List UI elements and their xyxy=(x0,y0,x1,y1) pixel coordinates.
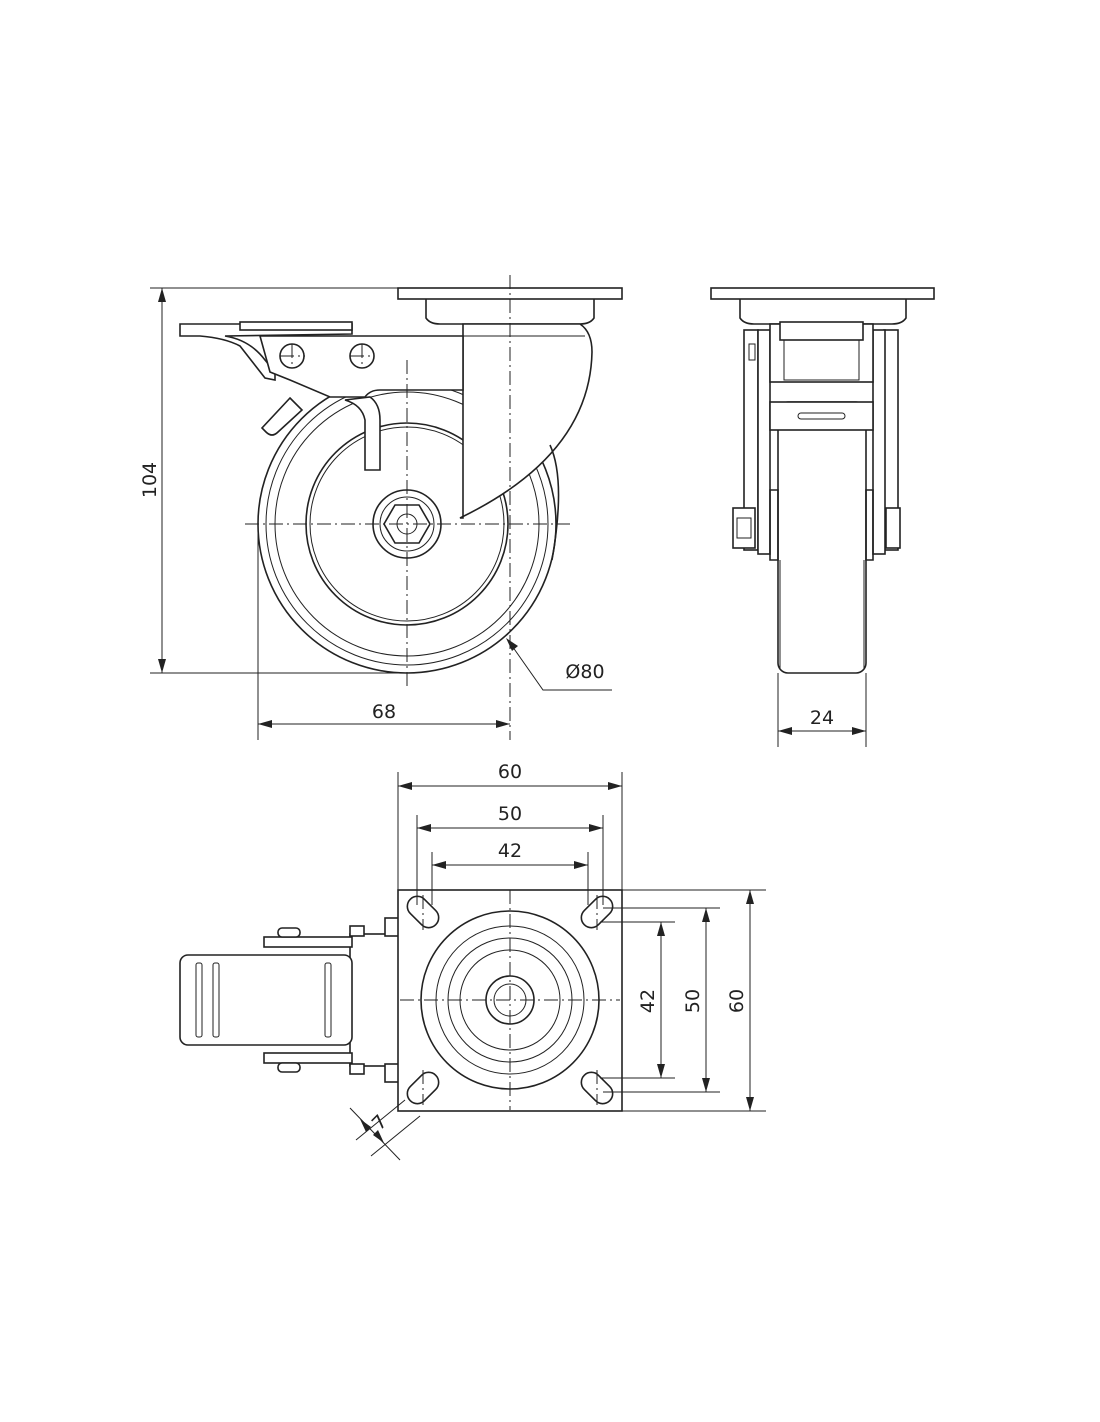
dimension-top-50-label: 50 xyxy=(498,803,522,825)
dimension-24: 24 xyxy=(777,673,867,747)
dimension-side-50-label: 50 xyxy=(682,989,704,1013)
top-brake-pedal xyxy=(179,917,402,1083)
dimension-diameter-label: Ø80 xyxy=(565,661,604,683)
dimension-top-50: 50 xyxy=(416,803,604,905)
side-mounting-plate xyxy=(710,287,935,300)
dimension-104: 104 xyxy=(139,287,407,674)
top-view xyxy=(179,889,623,1112)
mounting-slots xyxy=(406,895,614,1105)
side-wheel-tire xyxy=(777,401,867,674)
brake-pedal-pad xyxy=(179,954,353,1046)
brake-pedal xyxy=(179,321,464,471)
side-axle-nut-right xyxy=(885,507,901,549)
dimension-104-label: 104 xyxy=(139,462,161,498)
dimension-side-42-label: 42 xyxy=(637,989,659,1013)
front-view xyxy=(179,275,623,740)
dimension-side-60: 60 xyxy=(622,889,766,1112)
dimension-side-42: 42 xyxy=(600,921,675,1079)
dimension-68-label: 68 xyxy=(372,701,396,723)
dimension-diameter: Ø80 xyxy=(506,638,612,691)
dimension-top-60-label: 60 xyxy=(498,761,522,783)
dimension-68: 68 xyxy=(257,524,510,740)
front-fork xyxy=(459,323,593,519)
dimension-top-60: 60 xyxy=(397,761,623,890)
dimension-top-42: 42 xyxy=(431,840,589,905)
side-view xyxy=(710,287,935,674)
dimension-24-label: 24 xyxy=(810,707,834,729)
dimension-side-50: 50 xyxy=(603,907,720,1093)
dimension-top-42-label: 42 xyxy=(498,840,522,862)
dimension-side-60-label: 60 xyxy=(726,989,748,1013)
side-axle-nut-left xyxy=(732,507,756,549)
